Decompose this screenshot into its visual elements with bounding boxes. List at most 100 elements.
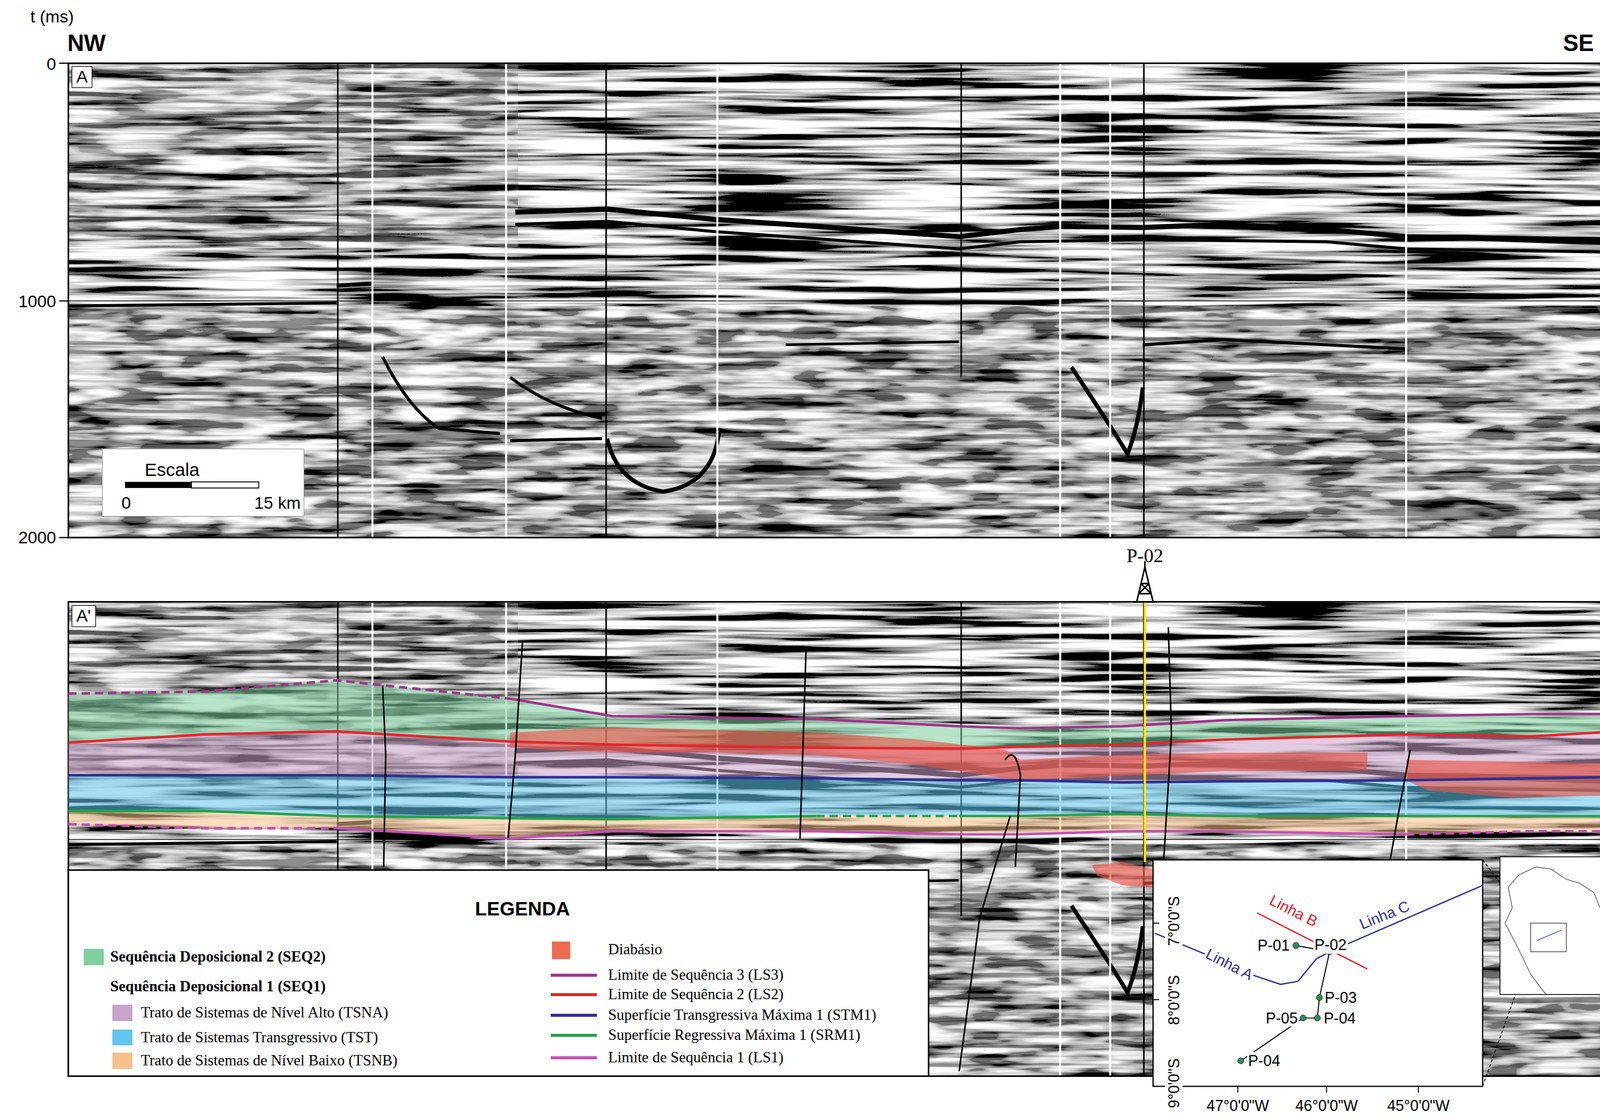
label: Sequência Deposicional 1 (SEQ1)	[109, 978, 326, 996]
legend-line-sample	[550, 1034, 597, 1038]
label: 7°0'0"S	[1164, 895, 1183, 948]
label: 9°0'0"S	[1164, 1057, 1183, 1110]
legend-swatch	[551, 941, 571, 960]
well-dot	[1314, 1015, 1321, 1022]
scale-text: 0	[121, 493, 132, 514]
legend-text: Superfície Transgressiva Máxima 1 (STM1)	[608, 1006, 877, 1025]
legend-swatch	[83, 949, 105, 966]
ls2-line	[68, 731, 1600, 750]
panel-letter: A'	[76, 606, 92, 627]
label: t (ms)	[30, 7, 75, 27]
systems-tracts	[68, 680, 1600, 839]
scale-bar-white	[191, 482, 259, 489]
tick	[1153, 999, 1160, 1001]
label: 8°0'0"S	[1164, 973, 1183, 1027]
label: 1000	[18, 292, 56, 312]
ls3-line	[68, 680, 511, 699]
ls1-line	[337, 828, 1407, 839]
legend-text: Superfície Regressiva Máxima 1 (SRM1)	[608, 1026, 861, 1045]
south-america-outline	[1505, 867, 1600, 995]
srm1-line	[959, 814, 1600, 817]
fault	[1004, 754, 1021, 868]
label: P-02	[1126, 544, 1163, 568]
linha-c	[1329, 885, 1483, 953]
label: 47°0'0"W	[1206, 1097, 1270, 1115]
legend-text: Trato de Sistemas de Nível Baixo (TSNB)	[140, 1052, 398, 1070]
scale-bar-black	[125, 482, 192, 489]
seismic-panel-a	[68, 63, 1600, 538]
location-inset	[1499, 856, 1600, 995]
srm1-line	[816, 814, 959, 818]
well-dot	[1300, 1015, 1307, 1022]
legend-text: Sequência Deposicional 2 (SEQ2)	[109, 948, 326, 967]
legend-swatch	[112, 1004, 133, 1022]
label: P-02	[1313, 936, 1349, 954]
well-derrick	[1132, 561, 1157, 602]
label: 2000	[18, 528, 56, 548]
horizons	[68, 680, 1600, 839]
axis-ticks	[58, 63, 69, 538]
ls1-line	[1406, 831, 1600, 835]
tst-band	[68, 775, 1600, 820]
label: P-01	[1256, 936, 1291, 955]
fault	[1163, 627, 1172, 868]
legend-box	[68, 870, 930, 1076]
tick	[1326, 1086, 1328, 1093]
fault	[508, 643, 523, 840]
fault	[800, 647, 807, 839]
panel-tag: A	[71, 66, 93, 89]
tick	[58, 62, 69, 64]
legend-text: Diabásio	[608, 941, 663, 959]
map-box	[1153, 860, 1483, 1087]
label: SE	[1562, 30, 1594, 58]
label: P-04	[1247, 1052, 1282, 1070]
label: 45°0'0"W	[1386, 1097, 1450, 1115]
legend-swatch	[112, 1029, 133, 1047]
legend-line-sample	[550, 993, 597, 997]
well-dot	[1316, 994, 1323, 1001]
study-area-box	[1530, 923, 1567, 953]
tick	[1237, 1086, 1239, 1093]
panel-tag: A'	[71, 605, 96, 628]
legend-text: Limite de Sequência 1 (LS1)	[608, 1049, 784, 1067]
label: NW	[67, 30, 106, 58]
well-dots	[1237, 942, 1333, 1065]
legend-line-sample	[550, 973, 597, 978]
fault	[959, 816, 1011, 1072]
ls3-line	[510, 698, 1600, 729]
tsnb-band	[68, 811, 1600, 839]
well-ties	[1240, 946, 1330, 1062]
label: 0	[46, 54, 57, 75]
ls1-line	[68, 824, 338, 829]
stm1-line	[68, 775, 1600, 783]
label: 46°0'0"W	[1295, 1097, 1358, 1115]
scale-text: 15 km	[254, 493, 301, 514]
scale-box: Escala 0 15 km	[102, 448, 305, 517]
label: P-03	[1323, 989, 1359, 1007]
label: P-05	[1264, 1009, 1299, 1028]
scale-text: Escala	[144, 459, 200, 481]
tick	[58, 537, 69, 539]
fault	[382, 685, 386, 868]
legend-swatch	[112, 1052, 133, 1070]
panel-letter: A	[76, 67, 89, 87]
legend-text: Trato de Sistemas Transgressivo (TST)	[140, 1029, 379, 1047]
legend-line-sample	[550, 1014, 597, 1018]
label: LEGENDA	[474, 898, 570, 921]
diabase-sill	[510, 727, 1368, 781]
map-ticks	[1153, 923, 1419, 1093]
tick	[1417, 1086, 1420, 1093]
diabase-sill	[1091, 862, 1154, 888]
well-track	[1143, 601, 1147, 862]
study-lines	[1536, 930, 1562, 941]
legend-text: Trato de Sistemas de Nível Alto (TSNA)	[140, 1004, 389, 1022]
tick	[1153, 922, 1160, 925]
label: P-04	[1322, 1009, 1358, 1028]
legend-text: Limite de Sequência 2 (LS2)	[608, 986, 784, 1004]
legend-line-sample	[550, 1056, 597, 1060]
well-dot	[1237, 1058, 1244, 1065]
tick	[58, 300, 69, 302]
legend-text: Limite de Sequência 3 (LS3)	[608, 966, 784, 985]
srm1-line	[68, 811, 817, 820]
